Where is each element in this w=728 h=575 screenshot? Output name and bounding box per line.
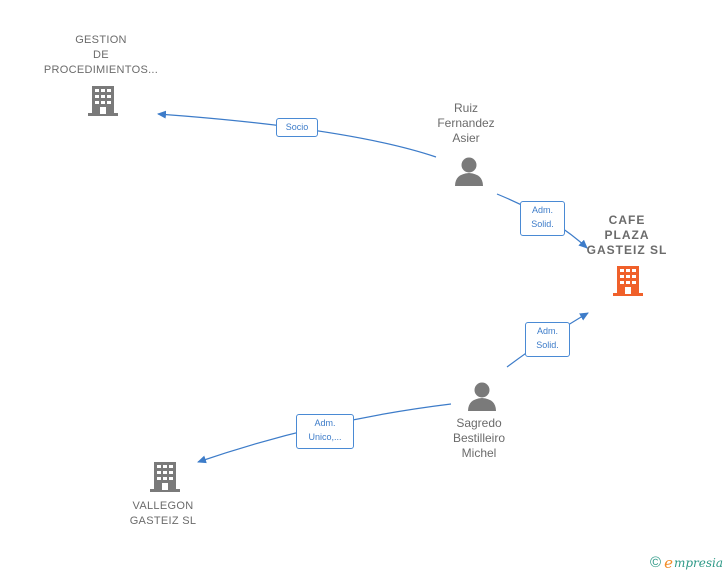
edge-label-socio[interactable]: Socio (276, 118, 318, 137)
brand-logo-text: mpresia (673, 556, 724, 570)
node-label-ruiz[interactable]: Ruiz Fernandez Asier (416, 101, 516, 146)
node-label-line: Ruiz (453, 101, 478, 115)
person-icon[interactable] (453, 156, 485, 186)
building-icon[interactable] (612, 264, 644, 298)
node-label-line: Fernandez (437, 116, 495, 130)
person-icon[interactable] (466, 381, 498, 411)
edge-label-line: Unico,... (308, 432, 342, 442)
node-label-line: Michel (461, 446, 497, 460)
copyright-symbol: © (650, 554, 662, 571)
node-label-line: GASTEIZ SL (129, 515, 197, 527)
node-label-line: PROCEDIMIENTOS... (43, 64, 159, 76)
building-icon[interactable] (149, 460, 181, 494)
edge-label-line: Solid. (531, 219, 554, 229)
node-label-line: CAFE (608, 213, 646, 227)
edge-label-line: Adm. (314, 418, 336, 428)
edge-label-ruiz-cafe[interactable]: Adm. Solid. (520, 201, 565, 236)
node-label-line: Asier (452, 131, 480, 145)
node-label-line: GASTEIZ SL (586, 243, 668, 257)
node-label-cafe[interactable]: CAFE PLAZA GASTEIZ SL (571, 213, 683, 258)
node-label-line: Sagredo (456, 416, 502, 430)
node-label-line: PLAZA (604, 228, 650, 242)
edge-label-line: Solid. (536, 340, 559, 350)
node-label-vallegon[interactable]: VALLEGON GASTEIZ SL (113, 499, 213, 529)
edge-label-sagredo-cafe[interactable]: Adm. Solid. (525, 322, 570, 357)
edge-label-line: Socio (285, 122, 309, 132)
node-label-line: VALLEGON (132, 500, 194, 512)
node-label-line: Bestilleiro (452, 431, 506, 445)
edge-label-line: Adm. (531, 205, 553, 215)
node-label-line: GESTION (75, 34, 127, 46)
node-label-sagredo[interactable]: Sagredo Bestilleiro Michel (429, 416, 529, 461)
edge-label-line: Adm. (536, 326, 558, 336)
brand-logo-initial: e (664, 554, 673, 572)
edge-label-sagredo-vallegon[interactable]: Adm. Unico,... (296, 414, 354, 449)
brand-footer[interactable]: © e mpresia (650, 553, 723, 573)
node-label-line: DE (93, 49, 109, 61)
node-label-gestion[interactable]: GESTION DE PROCEDIMIENTOS... (31, 33, 171, 78)
building-icon[interactable] (87, 84, 119, 118)
edge-socio-line (157, 110, 437, 158)
